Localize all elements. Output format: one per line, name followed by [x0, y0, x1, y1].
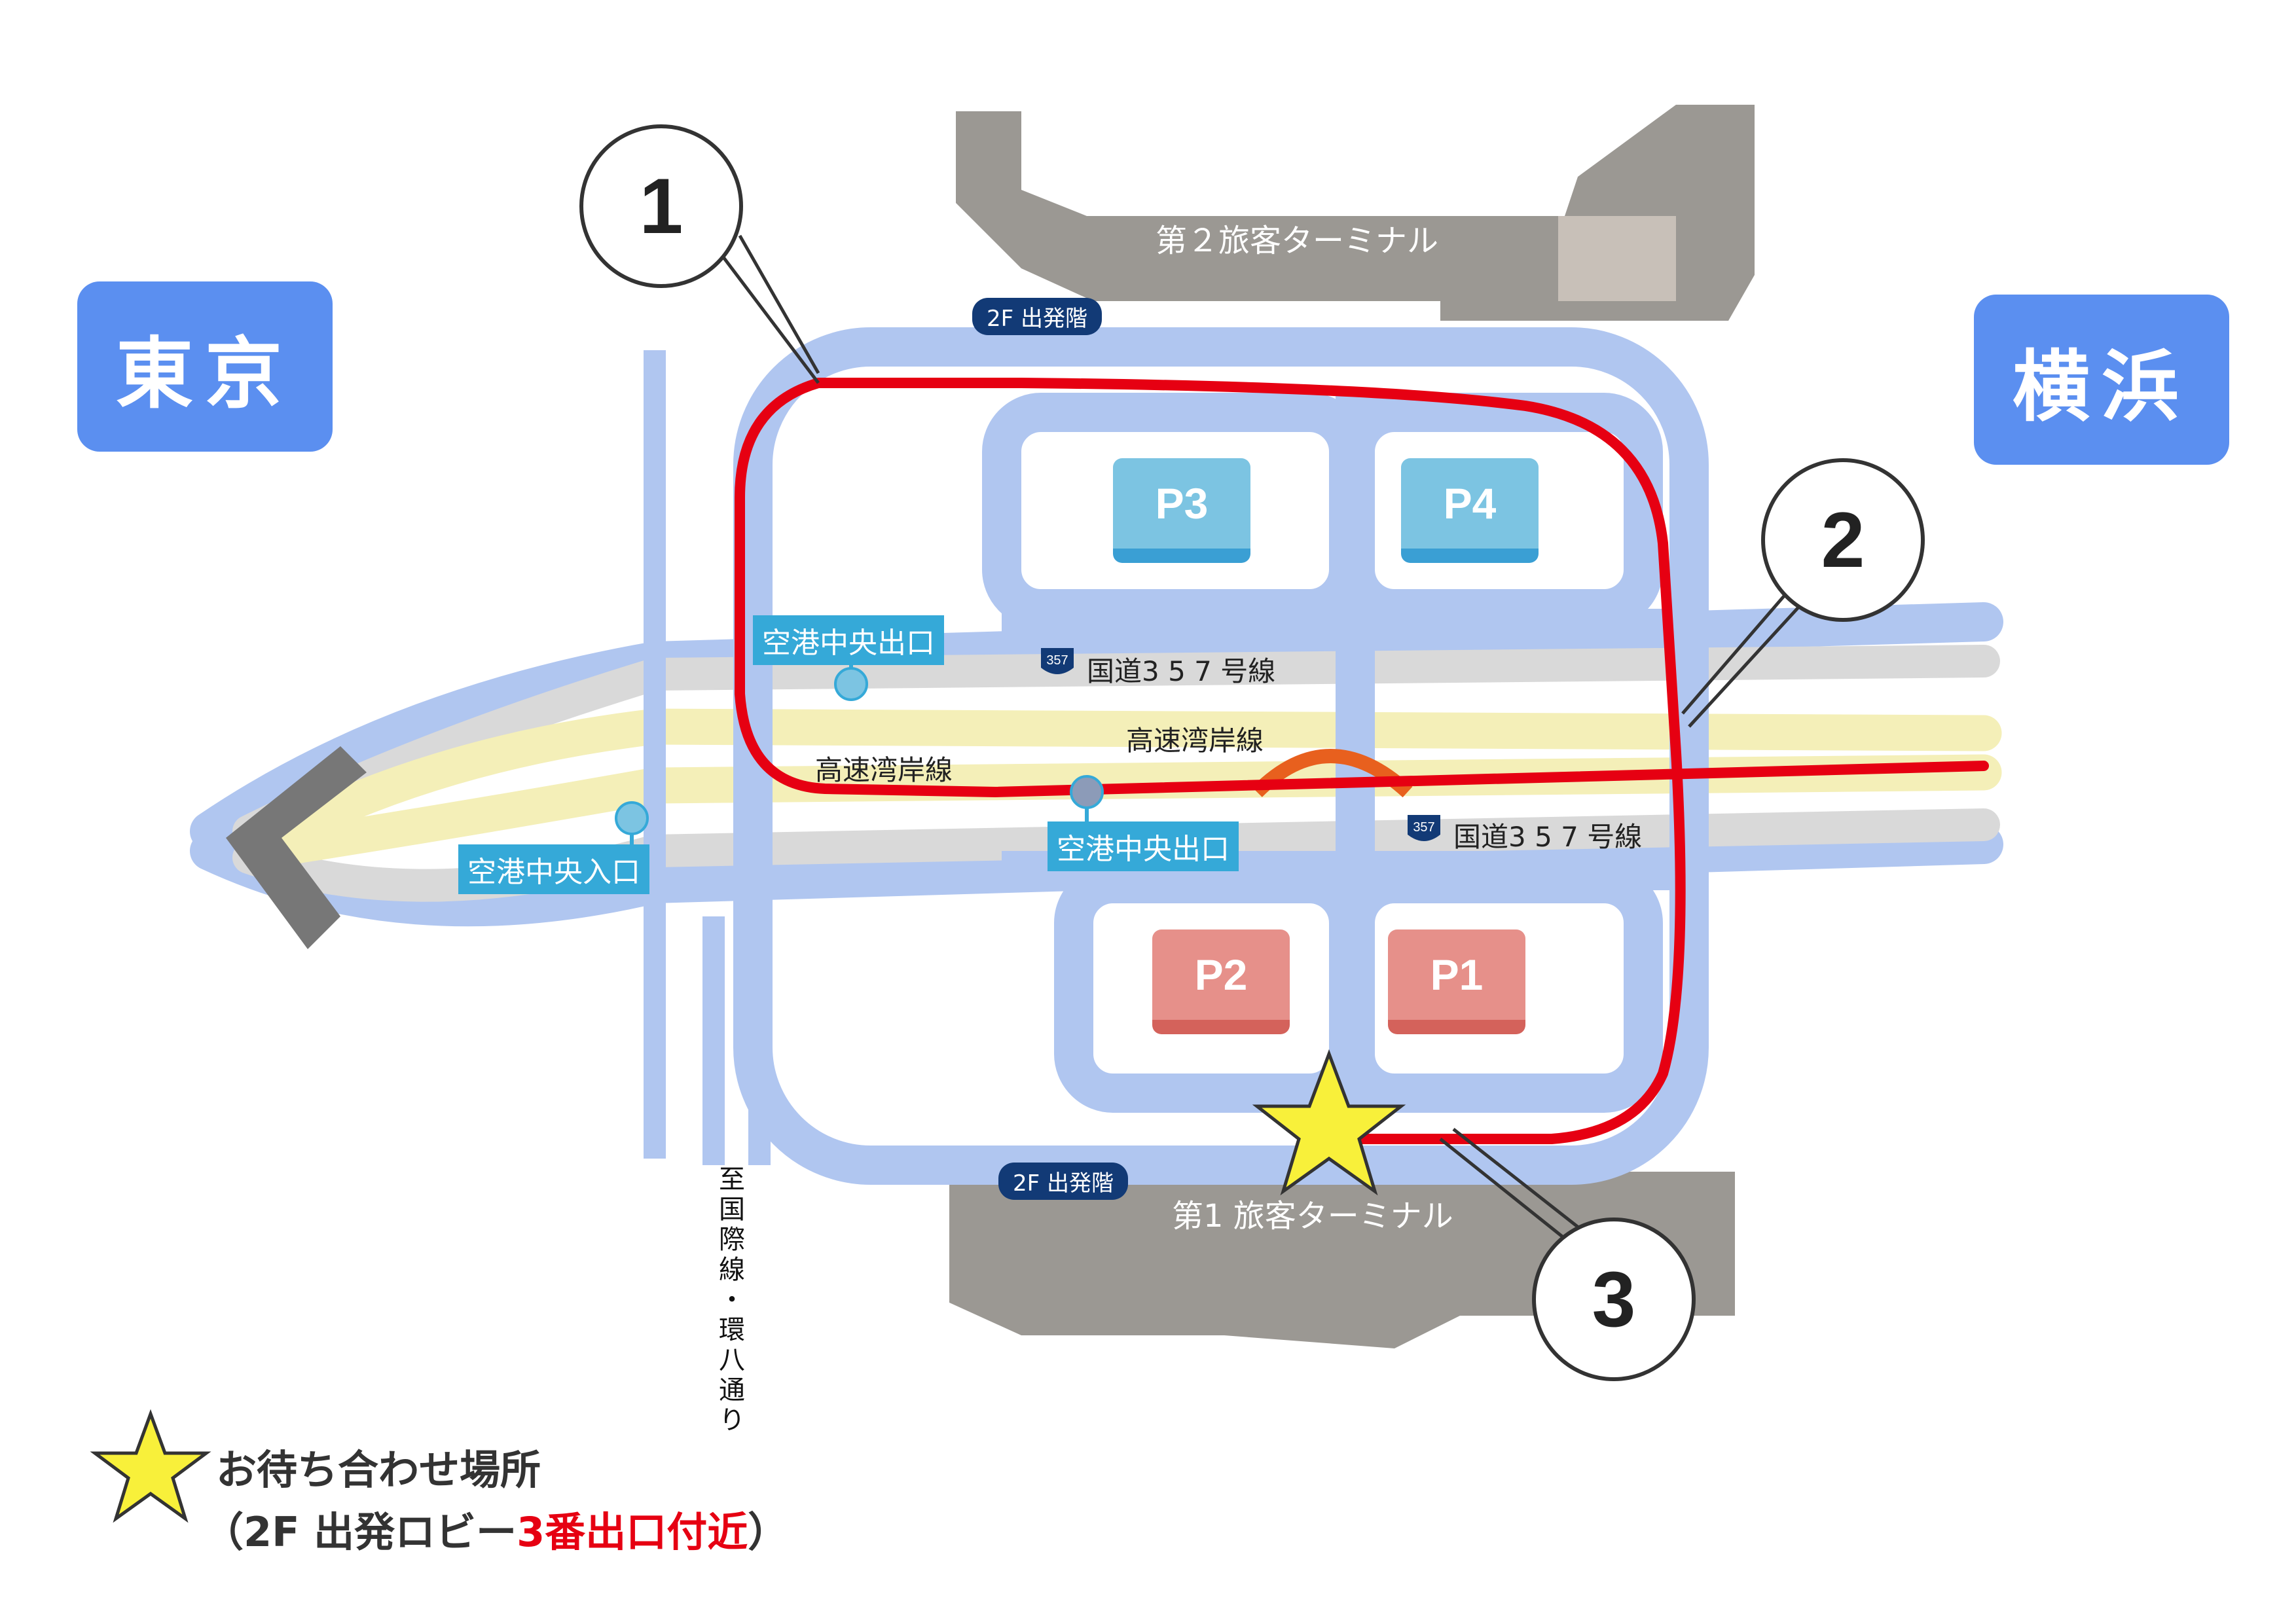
terminal-1-label: 第1 旅客ターミナル: [1172, 1198, 1453, 1235]
terminal-2-building: [956, 105, 1755, 321]
legend-title: お待ち合わせ場所: [216, 1446, 541, 1494]
route-shield-number: 357: [1046, 653, 1068, 668]
terminal-2-label: 第２旅客ターミナル: [1156, 223, 1439, 259]
international-line-label: 至国際線・環八通り: [714, 1165, 744, 1436]
central-exit-lower-label: 空港中央出口: [1048, 821, 1239, 871]
legend-subtitle: （2F 出発ロビー3番出口付近）: [203, 1499, 788, 1558]
city-tokyo-label: 東京: [77, 281, 333, 452]
bayshore-center-label: 高速湾岸線: [1126, 725, 1264, 757]
central-exit-upper-label: 空港中央出口: [753, 615, 944, 665]
central-entrance-label: 空港中央入口: [458, 844, 649, 894]
city-yokohama-label: 横浜: [1974, 295, 2229, 465]
route-shield-icon: 357: [1408, 815, 1440, 841]
bayshore-left-label: 高速湾岸線: [815, 754, 953, 786]
callout-1: 1: [579, 124, 743, 288]
t1-departure-floor-tag: 2F 出発階: [998, 1163, 1128, 1200]
callout-2: 2: [1761, 458, 1925, 622]
legend-star-icon: [90, 1409, 211, 1523]
parking-p2: P2: [1152, 929, 1290, 1034]
legend-subtitle-highlight: 3番出口付近: [517, 1508, 748, 1556]
parking-p4: P4: [1401, 458, 1539, 563]
route-shield-number: 357: [1413, 820, 1434, 835]
legend-subtitle-prefix: （2F 出発ロビー: [203, 1508, 517, 1556]
meeting-point-star-icon: [1252, 1049, 1406, 1196]
legend-subtitle-suffix: ）: [748, 1508, 789, 1556]
ramp-arch: [1252, 749, 1413, 798]
callout-3: 3: [1532, 1218, 1696, 1381]
route-357-lower-label: 国道3 5 7 号線: [1453, 821, 1643, 853]
t2-departure-floor-tag: 2F 出発階: [972, 298, 1102, 335]
parking-p1: P1: [1388, 929, 1525, 1034]
highlight-route: [735, 378, 1989, 1144]
route-357-upper-label: 国道3 5 7 号線: [1087, 655, 1276, 687]
route-shield-icon: 357: [1041, 648, 1074, 674]
parking-p3: P3: [1113, 458, 1250, 563]
